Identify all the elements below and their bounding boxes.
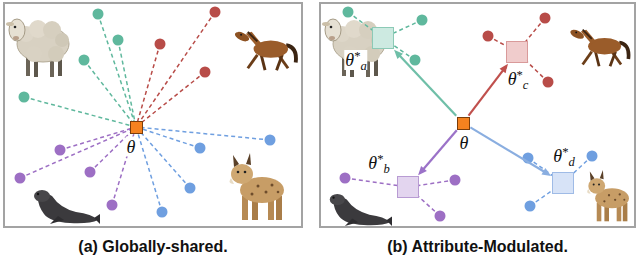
superscript: *	[562, 145, 568, 159]
parameter-symbol: θ	[126, 137, 137, 157]
horse-image	[233, 30, 296, 70]
arrow-line	[470, 127, 544, 171]
parameter-symbol: θ*c	[507, 69, 530, 89]
data-dots	[340, 7, 598, 222]
seal-image	[330, 194, 392, 226]
arrow-line	[423, 130, 456, 169]
symbol-anchor: θ*d	[552, 146, 575, 168]
subscript: a	[360, 58, 366, 72]
modulation-arrow	[418, 130, 457, 175]
arrow-line	[400, 56, 457, 116]
modulation-arrow	[394, 50, 456, 116]
arrow-head	[418, 166, 427, 175]
panel-caption: (a) Globally-shared.	[78, 238, 227, 255]
symbol-anchor: θ*c	[507, 69, 530, 91]
lynx-image	[230, 153, 284, 220]
parameter-symbol: θ*b	[367, 153, 390, 173]
sheep-image	[6, 19, 69, 77]
caption-anchor: (b) Attribute-Modulated.	[319, 238, 636, 256]
panel-frame: (b) Attribute-Modulated.θ*aθ*cθθ*bθ*d	[319, 2, 636, 228]
modulated-parameter: θ*a	[372, 27, 394, 49]
subscript: d	[568, 154, 574, 168]
shared-parameter: θ	[457, 117, 470, 130]
modulation-arrow	[470, 127, 551, 175]
caption-anchor: (a) Globally-shared.	[3, 238, 303, 256]
horse-image	[569, 28, 629, 66]
seal-image	[34, 190, 100, 224]
superscript: *	[377, 152, 383, 166]
modulated-parameter: θ*b	[397, 176, 419, 198]
modulation-arrow	[469, 64, 508, 116]
panel-caption: (b) Attribute-Modulated.	[387, 238, 568, 255]
subscript: c	[523, 77, 529, 91]
parameter-symbol: θ*d	[552, 146, 575, 166]
panel-frame: (a) Globally-shared.θ	[3, 2, 303, 228]
symbol-anchor: θ	[126, 138, 137, 157]
modulated-parameter: θ*c	[506, 41, 528, 63]
symbol-anchor: θ*a	[344, 50, 367, 72]
parameter-symbol: θ*a	[344, 50, 367, 70]
symbol-anchor: θ	[459, 134, 470, 153]
superscript: *	[516, 68, 522, 82]
dashed-links	[20, 12, 270, 212]
arrow-head	[541, 168, 551, 176]
arrow-line	[469, 70, 504, 116]
modulated-parameter: θ*d	[552, 172, 574, 194]
arrow-head	[394, 50, 403, 59]
superscript: *	[354, 49, 360, 63]
lynx-image	[587, 170, 629, 221]
dashed-links	[345, 12, 592, 216]
symbol-anchor: θ*b	[367, 153, 390, 175]
subscript: b	[383, 161, 389, 175]
parameter-symbol: θ	[459, 133, 470, 153]
shared-parameter: θ	[130, 121, 143, 134]
data-dots	[15, 7, 276, 218]
